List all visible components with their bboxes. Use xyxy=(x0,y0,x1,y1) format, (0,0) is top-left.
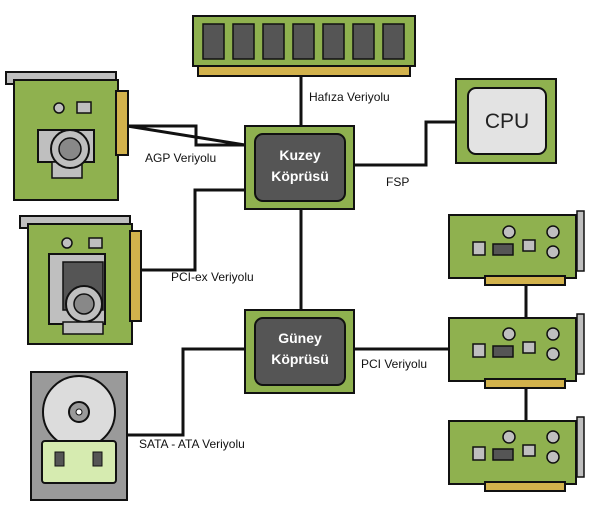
pciex-bus-line xyxy=(129,188,245,272)
pci-card-2 xyxy=(448,313,585,389)
agp-card xyxy=(5,71,129,201)
south-bridge-label-line1: Güney xyxy=(278,330,322,346)
south-bridge: Güney Köprüsü xyxy=(244,309,355,394)
pci-bus-label: PCI Veriyolu xyxy=(361,357,427,371)
pciex-bus-label: PCI-ex Veriyolu xyxy=(171,270,254,284)
agp-bus-path xyxy=(127,124,245,147)
fsp-line xyxy=(354,120,456,167)
south-bridge-label-line2: Köprüsü xyxy=(271,351,329,367)
cpu-label: CPU xyxy=(485,110,529,133)
pci-card-1 xyxy=(448,210,585,286)
hard-drive xyxy=(30,371,128,501)
north-bridge-label-line2: Köprüsü xyxy=(271,168,329,184)
cpu: CPU xyxy=(455,78,557,164)
agp-bus-line xyxy=(126,124,246,147)
pciex-card xyxy=(19,215,142,345)
ram-module xyxy=(192,15,416,77)
north-bridge: Kuzey Köprüsü xyxy=(244,125,355,210)
memory-bus-label: Hafıza Veriyolu xyxy=(309,90,390,104)
sata-bus-label: SATA - ATA Veriyolu xyxy=(139,437,245,451)
north-bridge-label-line1: Kuzey xyxy=(279,147,320,163)
agp-bus-label: AGP Veriyolu xyxy=(145,151,216,165)
pci-card-3 xyxy=(448,416,585,492)
sata-bus-line xyxy=(127,347,245,437)
fsp-label: FSP xyxy=(386,175,409,189)
